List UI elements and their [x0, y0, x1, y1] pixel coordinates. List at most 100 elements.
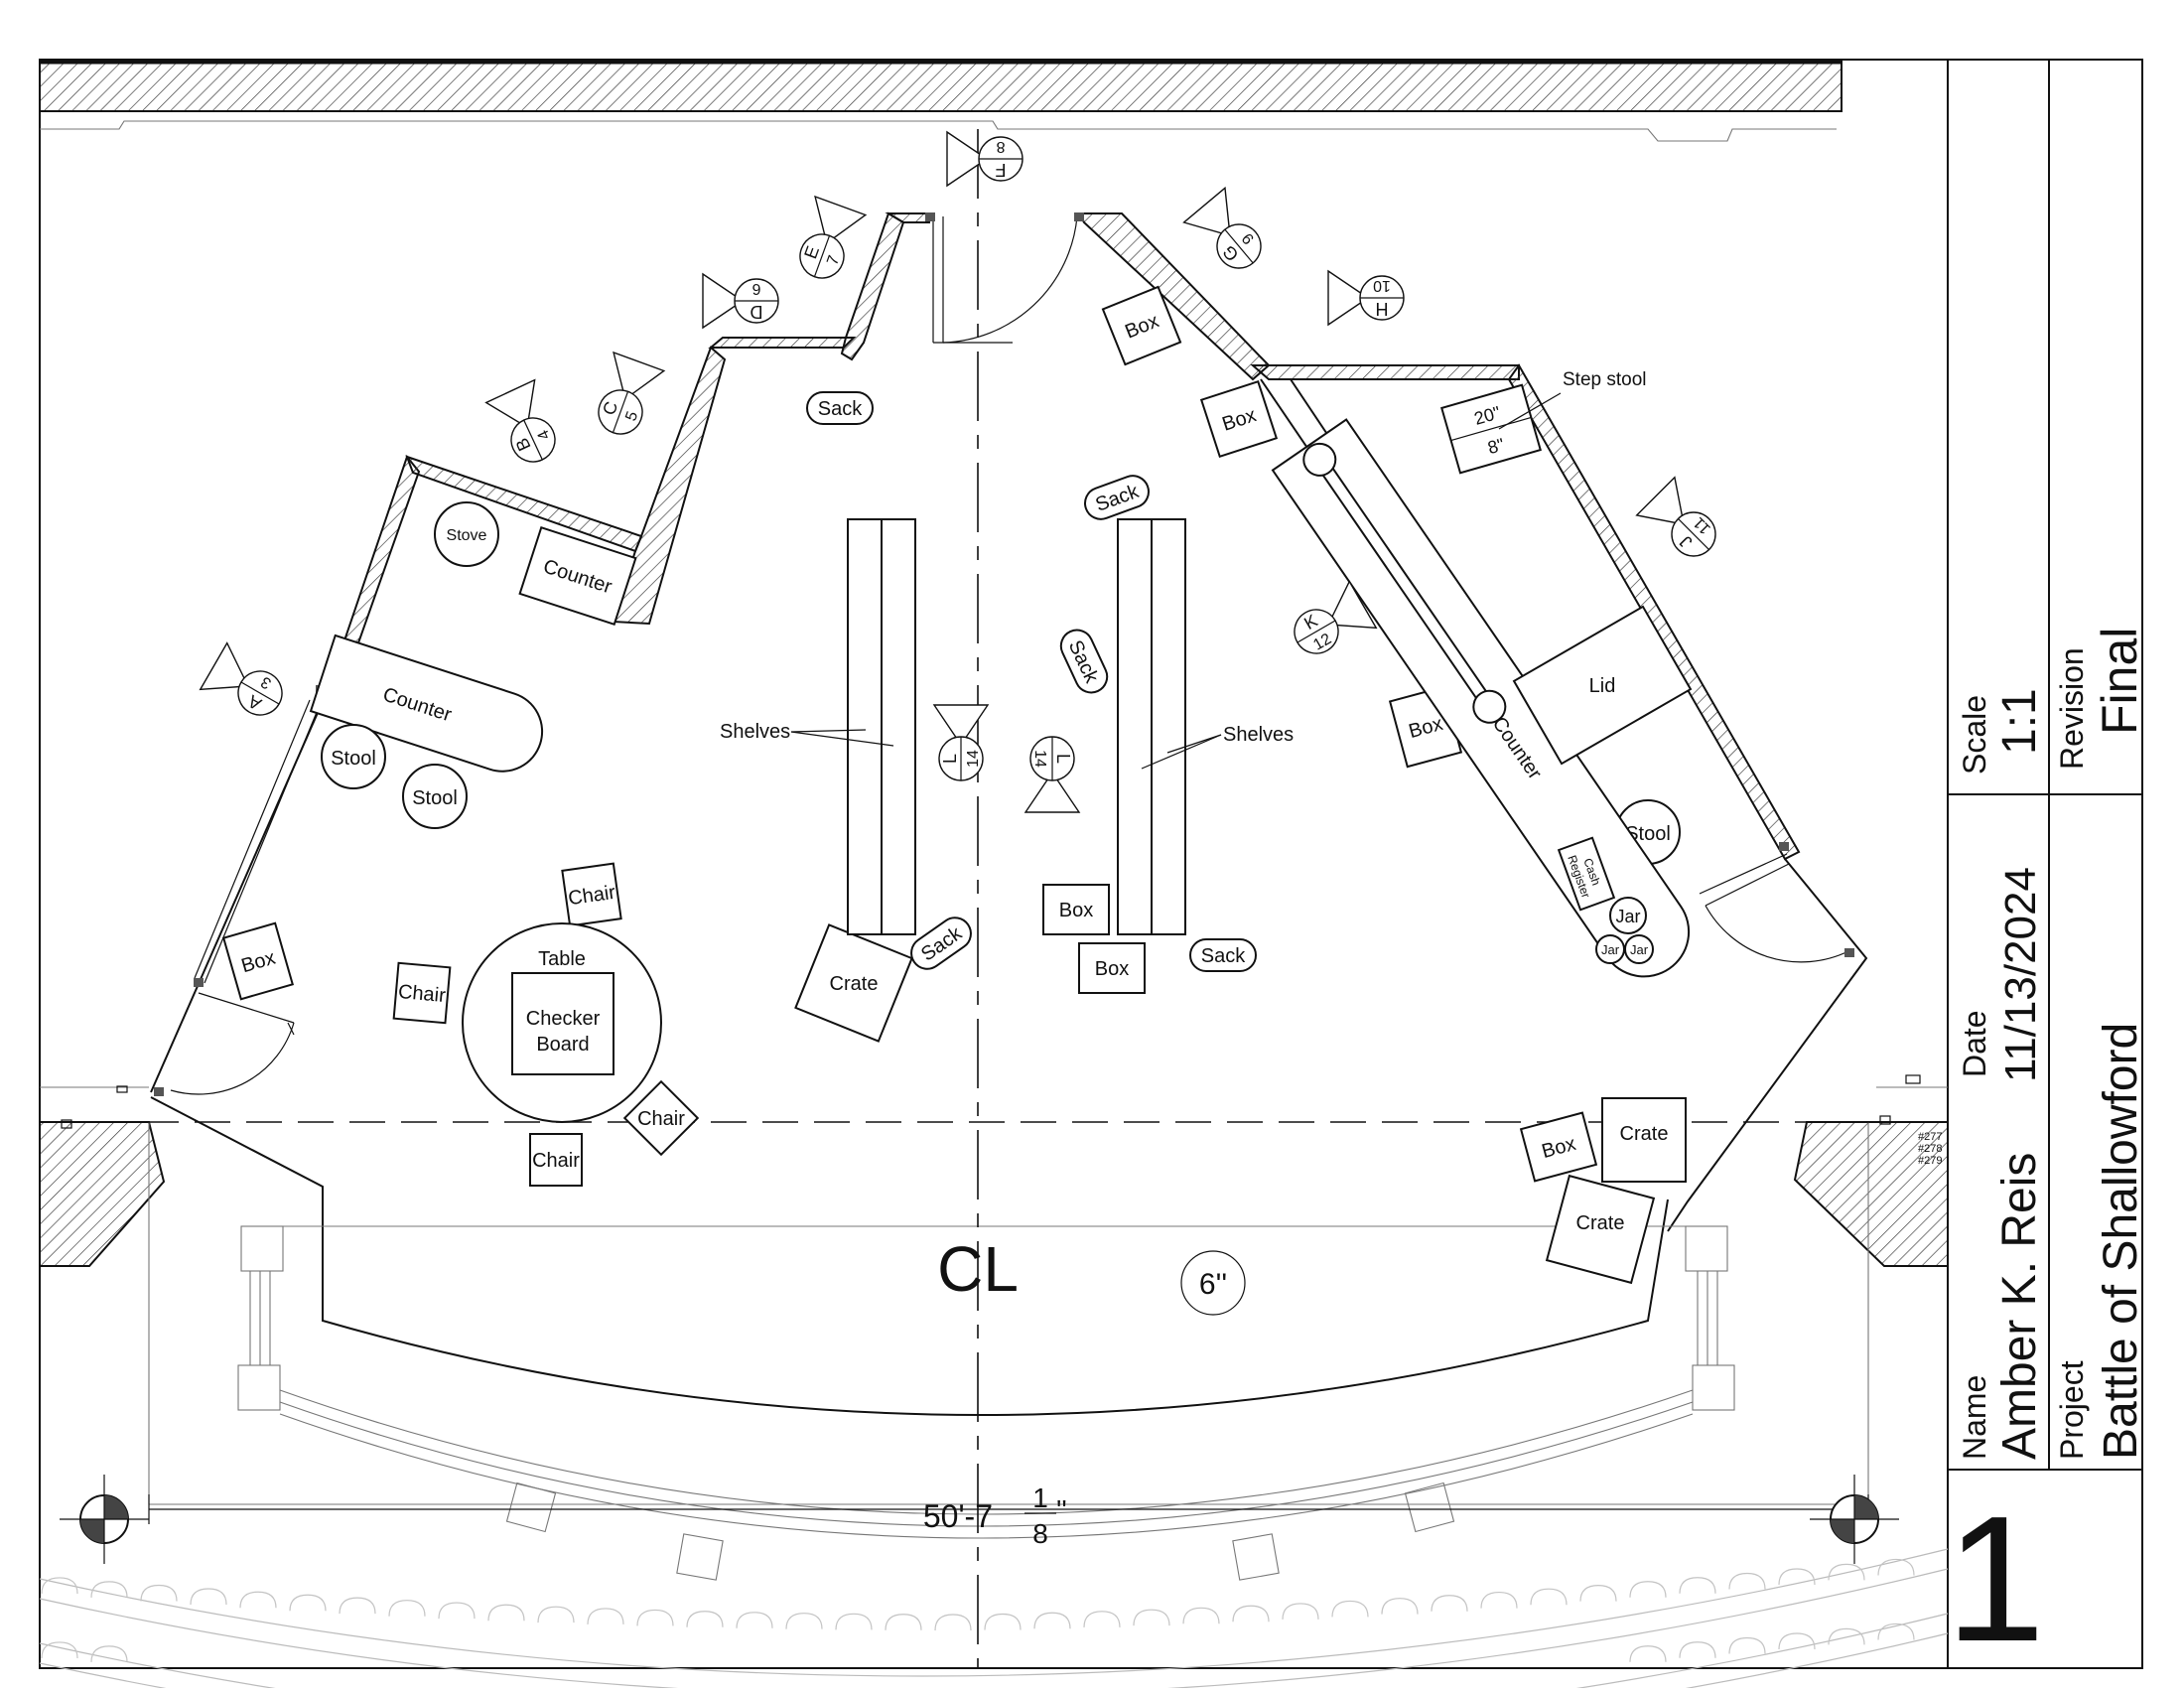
table-label: Table — [538, 948, 586, 970]
audience-seating — [39, 1548, 1949, 1693]
title-block — [1947, 60, 2142, 1668]
counter-upper-left: Counter — [518, 526, 637, 626]
sack-5: Sack — [1189, 938, 1257, 972]
audience-seat — [1431, 1595, 1468, 1612]
audience-seat — [1877, 1558, 1915, 1576]
apron-lines — [148, 1122, 1869, 1581]
width-dimension-main: 50'-7 — [923, 1498, 993, 1534]
view-marker-A-3-0: A3 — [199, 641, 283, 716]
crate-3-label: Crate — [1576, 1212, 1625, 1234]
chair-3: Chair — [622, 1079, 700, 1157]
name-label: Name — [1957, 1375, 1992, 1460]
set-walls — [326, 212, 1801, 861]
name-value: Amber K. Reis — [1993, 1153, 2046, 1460]
sack-1-label: Sack — [818, 398, 863, 420]
lid-label: Lid — [1589, 675, 1616, 697]
width-dimension-den: 8 — [1032, 1518, 1048, 1549]
audience-seat — [785, 1613, 823, 1629]
view-marker-L-14-10: L 14 — [932, 704, 990, 781]
stove-label: Stove — [447, 527, 487, 544]
view-marker-F-8-5: F8 — [946, 130, 1024, 188]
audience-seat — [1877, 1622, 1915, 1640]
audience-seat — [438, 1602, 476, 1620]
chair-2: Chair — [392, 961, 452, 1025]
view-marker-letter: F — [996, 160, 1007, 180]
counter-left: Counter — [309, 634, 544, 773]
audience-seat — [1033, 1612, 1071, 1629]
project-value: Battle of Shallowford — [2095, 1023, 2147, 1460]
audience-seat — [736, 1612, 773, 1628]
view-marker-G-9-6: G9 — [1182, 186, 1262, 269]
chair-4-label: Chair — [532, 1150, 580, 1172]
crate-3: Crate — [1545, 1174, 1656, 1285]
audience-seat — [90, 1581, 128, 1598]
chair-3-label: Chair — [637, 1108, 685, 1130]
upstage-wall — [39, 61, 1843, 112]
audience-seat — [1828, 1563, 1865, 1581]
view-marker-L-14-11: L14 — [1024, 736, 1081, 813]
shelves-right-label: Shelves — [1223, 724, 1294, 746]
view-marker-letter: L — [940, 754, 960, 764]
stool-3-label: Stool — [1625, 823, 1671, 845]
box-7: Box — [1519, 1111, 1598, 1183]
view-marker-number: 14 — [965, 750, 982, 768]
audience-seat — [1778, 1632, 1816, 1650]
stool-1 — [321, 724, 386, 789]
crate-1: Crate — [794, 923, 913, 1043]
view-marker-B-4-1: B4 — [484, 378, 556, 463]
width-dimension-num: 1 — [1032, 1482, 1048, 1513]
audience-seat — [1232, 1605, 1270, 1622]
counter-right: Counter — [1271, 418, 1691, 978]
view-marker-letter: D — [751, 302, 763, 322]
project-label: Project — [2054, 1360, 2090, 1460]
box-1: Box — [221, 921, 295, 1001]
stool-1-label: Stool — [331, 748, 376, 770]
audience-seat — [1182, 1607, 1220, 1624]
sack-5-label: Sack — [1201, 945, 1246, 967]
crate-2-label: Crate — [1620, 1123, 1669, 1145]
box-6: Box — [1078, 942, 1146, 994]
audience-seat — [289, 1594, 327, 1612]
seat-278: #278 — [1918, 1143, 1942, 1155]
elevation-label: 6'' — [1199, 1268, 1227, 1301]
sack-3: Sack — [1059, 629, 1109, 694]
stage-front-edge — [150, 1096, 1669, 1416]
crate-2: Crate — [1601, 1097, 1687, 1183]
stove — [434, 501, 499, 567]
audience-seat — [1728, 1636, 1766, 1654]
jar-3-label: Jar — [1630, 942, 1649, 957]
audience-seat — [587, 1608, 624, 1624]
audience-seat — [1679, 1641, 1716, 1658]
elevation-marker — [1180, 1250, 1246, 1316]
stool-2 — [402, 764, 468, 829]
audience-seat — [388, 1600, 426, 1617]
audience-seat — [835, 1613, 873, 1630]
checker-board-label-1: Checker — [526, 1008, 601, 1030]
view-marker-number: 8 — [996, 138, 1005, 155]
audience-seat — [1778, 1568, 1816, 1586]
checker-board — [511, 972, 614, 1075]
seat-279: #279 — [1918, 1155, 1942, 1167]
survey-target-left — [60, 1475, 149, 1564]
step-stool-height: 8" — [1485, 434, 1506, 458]
stool-2-label: Stool — [412, 787, 458, 809]
audience-seat — [1728, 1572, 1766, 1590]
view-marker-number: 10 — [1373, 277, 1391, 294]
audience-seat — [90, 1645, 128, 1662]
box-5: Box — [1042, 884, 1110, 935]
view-marker-letter: C — [599, 399, 621, 418]
survey-target-right — [1810, 1475, 1899, 1564]
audience-seat — [140, 1584, 178, 1602]
date-label: Date — [1957, 1010, 1992, 1077]
audience-seat — [41, 1577, 78, 1594]
audience-seat — [934, 1614, 972, 1630]
audience-seat — [1828, 1627, 1865, 1645]
box-3: Box — [1199, 379, 1279, 459]
sack-2: Sack — [1084, 475, 1150, 520]
audience-seat — [1133, 1609, 1170, 1626]
audience-seat — [686, 1611, 724, 1627]
chair-2-label: Chair — [397, 981, 447, 1007]
crate-1-label: Crate — [830, 973, 879, 995]
